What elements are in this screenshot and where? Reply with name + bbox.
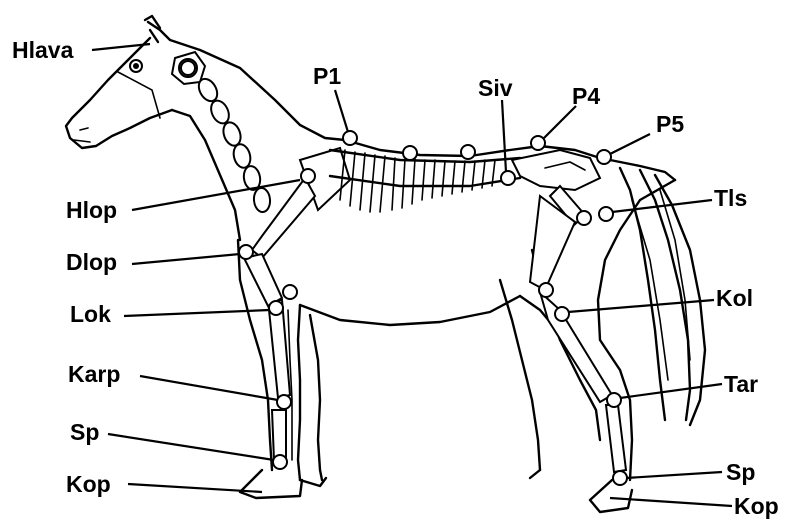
marker-p3 (461, 145, 475, 159)
marker-tar (607, 393, 621, 407)
label-kop-hind: Kop (734, 493, 779, 519)
marker-karp (277, 395, 291, 409)
marker-lok (269, 301, 283, 315)
marker-p5 (597, 150, 611, 164)
label-p1: P1 (313, 63, 341, 89)
label-sp-front: Sp (70, 419, 99, 445)
marker-tls (599, 207, 613, 221)
label-p4: P4 (572, 83, 600, 109)
marker-sp-hind (613, 471, 627, 485)
leader-lines (92, 44, 732, 506)
label-hlava: Hlava (12, 37, 74, 63)
marker-kol (555, 307, 569, 321)
marker-p4 (531, 136, 545, 150)
label-hlop: Hlop (66, 197, 117, 223)
label-lok: Lok (70, 301, 111, 327)
marker-p2 (403, 146, 417, 160)
marker-tls2 (577, 211, 591, 225)
marker-hlava (181, 61, 195, 75)
marker-lok2 (283, 285, 297, 299)
label-p5: P5 (656, 111, 684, 137)
label-kol: Kol (716, 285, 753, 311)
label-tar: Tar (724, 371, 758, 397)
label-sp-hind: Sp (726, 459, 755, 485)
marker-sp-front (273, 455, 287, 469)
label-dlop: Dlop (66, 249, 117, 275)
labels: Hlava P1 Siv P4 P5 Hlop Dlop Lok Karp Sp… (12, 37, 779, 519)
marker-kol2 (539, 283, 553, 297)
label-kop-front: Kop (66, 471, 111, 497)
marker-hlop (301, 169, 315, 183)
label-siv: Siv (478, 75, 513, 101)
marker-p1 (343, 131, 357, 145)
marker-dlop (239, 245, 253, 259)
markers (181, 61, 627, 485)
label-karp: Karp (68, 361, 120, 387)
marker-siv (501, 171, 515, 185)
label-tls: Tls (714, 185, 747, 211)
